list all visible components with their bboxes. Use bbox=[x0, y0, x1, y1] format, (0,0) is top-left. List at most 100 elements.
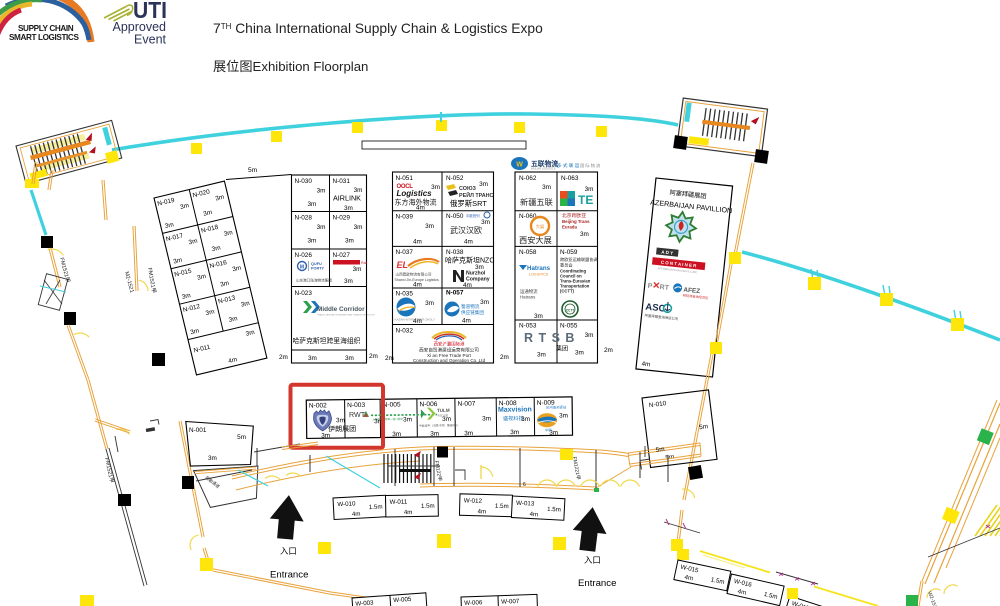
svg-text:2m: 2m bbox=[369, 353, 378, 360]
svg-text:C O N T A I N E R: C O N T A I N E R bbox=[661, 260, 698, 269]
svg-text:W-006: W-006 bbox=[464, 599, 483, 606]
svg-text:W-013: W-013 bbox=[516, 500, 535, 508]
svg-text:五联物流: 五联物流 bbox=[531, 159, 558, 168]
svg-text:N-018: N-018 bbox=[200, 224, 219, 235]
svg-text:5m: 5m bbox=[237, 434, 246, 441]
svg-text:阿塞拜疆展团: 阿塞拜疆展团 bbox=[669, 189, 707, 201]
svg-text:俄罗斯SRT: 俄罗斯SRT bbox=[450, 199, 487, 208]
svg-text:N-026: N-026 bbox=[295, 252, 313, 259]
svg-text:N-059: N-059 bbox=[560, 249, 578, 256]
svg-text:N-016: N-016 bbox=[209, 259, 228, 270]
svg-text:乌拉木图: 乌拉木图 bbox=[437, 413, 448, 417]
svg-text:运通物流: 运通物流 bbox=[520, 288, 538, 295]
svg-text:阿拉特自由经济区: 阿拉特自由经济区 bbox=[683, 292, 710, 300]
svg-text:武汉汉欧: 武汉汉欧 bbox=[450, 225, 482, 235]
svg-text:N-058: N-058 bbox=[519, 249, 537, 256]
svg-text:LOGISTICS: LOGISTICS bbox=[529, 273, 549, 277]
svg-text:3m: 3m bbox=[430, 431, 439, 438]
svg-text:N-032: N-032 bbox=[396, 328, 414, 335]
svg-text:Logistics: Logistics bbox=[397, 189, 433, 198]
svg-text:PORTY: PORTY bbox=[311, 267, 325, 271]
svg-text:3m: 3m bbox=[188, 238, 198, 247]
svg-text:蜀道物流: 蜀道物流 bbox=[461, 303, 480, 310]
svg-text:3m: 3m bbox=[190, 327, 200, 336]
svg-text:W-011: W-011 bbox=[390, 499, 408, 506]
svg-text:AFEZ: AFEZ bbox=[683, 287, 700, 296]
svg-text:2m: 2m bbox=[279, 354, 288, 361]
svg-text:FM1521甲: FM1521甲 bbox=[146, 267, 157, 294]
svg-text:3m: 3m bbox=[521, 416, 530, 423]
svg-text:3m: 3m bbox=[442, 416, 451, 423]
svg-text:N-055: N-055 bbox=[560, 323, 578, 330]
svg-text:3m: 3m bbox=[179, 202, 189, 211]
svg-text:哈萨克斯坦跨里海组织: 哈萨克斯坦跨里海组织 bbox=[293, 336, 361, 345]
svg-text:3m: 3m bbox=[431, 184, 440, 191]
svg-text:3m: 3m bbox=[345, 238, 354, 245]
svg-text:3m: 3m bbox=[542, 184, 551, 191]
svg-text:OOCL: OOCL bbox=[397, 184, 414, 190]
svg-text:3m: 3m bbox=[321, 432, 330, 439]
svg-text:3m: 3m bbox=[345, 355, 354, 362]
svg-text:W-017: W-017 bbox=[791, 600, 811, 606]
svg-text:РЕЙЛ ТРАНС: РЕЙЛ ТРАНС bbox=[459, 191, 494, 199]
svg-text:3m: 3m bbox=[223, 229, 233, 238]
svg-text:(CCTT): (CCTT) bbox=[560, 289, 575, 294]
svg-text:W-012: W-012 bbox=[464, 497, 483, 504]
svg-text:4m: 4m bbox=[352, 511, 361, 518]
svg-text:TRANS-CASPIAN INTERNATIONAL TR: TRANS-CASPIAN INTERNATIONAL TRANSPORT RO… bbox=[317, 314, 375, 317]
svg-text:WULIAN LOGISTICS: WULIAN LOGISTICS bbox=[531, 167, 556, 171]
svg-text:3m: 3m bbox=[425, 300, 434, 307]
svg-text:W2-152: W2-152 bbox=[926, 591, 938, 606]
svg-text:W-010: W-010 bbox=[337, 500, 356, 508]
svg-text:4m: 4m bbox=[413, 239, 422, 246]
svg-text:跨欧亚运输联盟协调: 跨欧亚运输联盟协调 bbox=[560, 256, 598, 263]
svg-text:3m: 3m bbox=[228, 315, 238, 324]
svg-text:Rail: Rail bbox=[361, 261, 367, 265]
svg-text:EL: EL bbox=[397, 260, 409, 270]
svg-text:N-023: N-023 bbox=[295, 290, 313, 297]
svg-text:3m: 3m bbox=[205, 308, 215, 317]
svg-text:3m: 3m bbox=[479, 181, 488, 188]
svg-text:4m: 4m bbox=[228, 356, 238, 365]
svg-text:UTI: UTI bbox=[133, 0, 167, 23]
svg-text:N-012: N-012 bbox=[182, 303, 201, 314]
svg-text:国 际 物 流: 国 际 物 流 bbox=[580, 162, 601, 169]
svg-text:3m: 3m bbox=[232, 264, 242, 273]
svg-text:N-031: N-031 bbox=[333, 178, 351, 185]
svg-text:N-057: N-057 bbox=[446, 290, 464, 297]
svg-text:SUPPLY CHAIN: SUPPLY CHAIN bbox=[18, 24, 74, 33]
svg-text:TE: TE bbox=[578, 193, 593, 207]
svg-text:P: P bbox=[647, 283, 653, 290]
svg-text:Eurada: Eurada bbox=[562, 225, 577, 230]
svg-text:TULM: TULM bbox=[437, 408, 450, 413]
svg-text:上海国际贸易单一窗口服务: 上海国际贸易单一窗口服务 bbox=[372, 417, 404, 421]
svg-text:3m: 3m bbox=[344, 205, 353, 212]
svg-text:N-050: N-050 bbox=[446, 213, 464, 220]
svg-text:3m: 3m bbox=[308, 355, 317, 362]
svg-text:1.5m: 1.5m bbox=[495, 503, 509, 510]
svg-text:Council on: Council on bbox=[560, 274, 582, 279]
svg-text:Shanxi Jin-Europe Logistics: Shanxi Jin-Europe Logistics bbox=[395, 278, 440, 282]
svg-text:3m: 3m bbox=[336, 417, 345, 424]
svg-text:Event: Event bbox=[134, 33, 166, 47]
svg-text:3m: 3m bbox=[392, 431, 401, 438]
svg-text:中欧班列（乌鲁木齐）集结中心: 中欧班列（乌鲁木齐）集结中心 bbox=[419, 423, 458, 427]
svg-text:4m: 4m bbox=[463, 282, 472, 289]
svg-text:Xi an Free Trade Port: Xi an Free Trade Port bbox=[427, 353, 472, 358]
svg-text:Hatrans: Hatrans bbox=[520, 295, 536, 300]
svg-text:3m: 3m bbox=[215, 194, 225, 203]
svg-text:4m: 4m bbox=[641, 361, 651, 369]
svg-text:4m: 4m bbox=[529, 511, 538, 518]
svg-text:Beijing Trans: Beijing Trans bbox=[562, 219, 590, 224]
svg-text:西安大展: 西安大展 bbox=[519, 235, 552, 245]
svg-text:3m: 3m bbox=[580, 231, 589, 238]
svg-text:展位图Exhibition Floorplan: 展位图Exhibition Floorplan bbox=[213, 59, 368, 74]
svg-text:W-016: W-016 bbox=[733, 578, 753, 589]
svg-text:3m: 3m bbox=[208, 455, 217, 462]
svg-text:3m: 3m bbox=[164, 221, 174, 230]
svg-text:3m: 3m bbox=[482, 415, 491, 422]
svg-text:6: 6 bbox=[523, 482, 526, 488]
svg-text:2m: 2m bbox=[604, 347, 613, 354]
svg-text:N-001: N-001 bbox=[189, 427, 207, 434]
svg-text:1.5m: 1.5m bbox=[369, 503, 383, 511]
